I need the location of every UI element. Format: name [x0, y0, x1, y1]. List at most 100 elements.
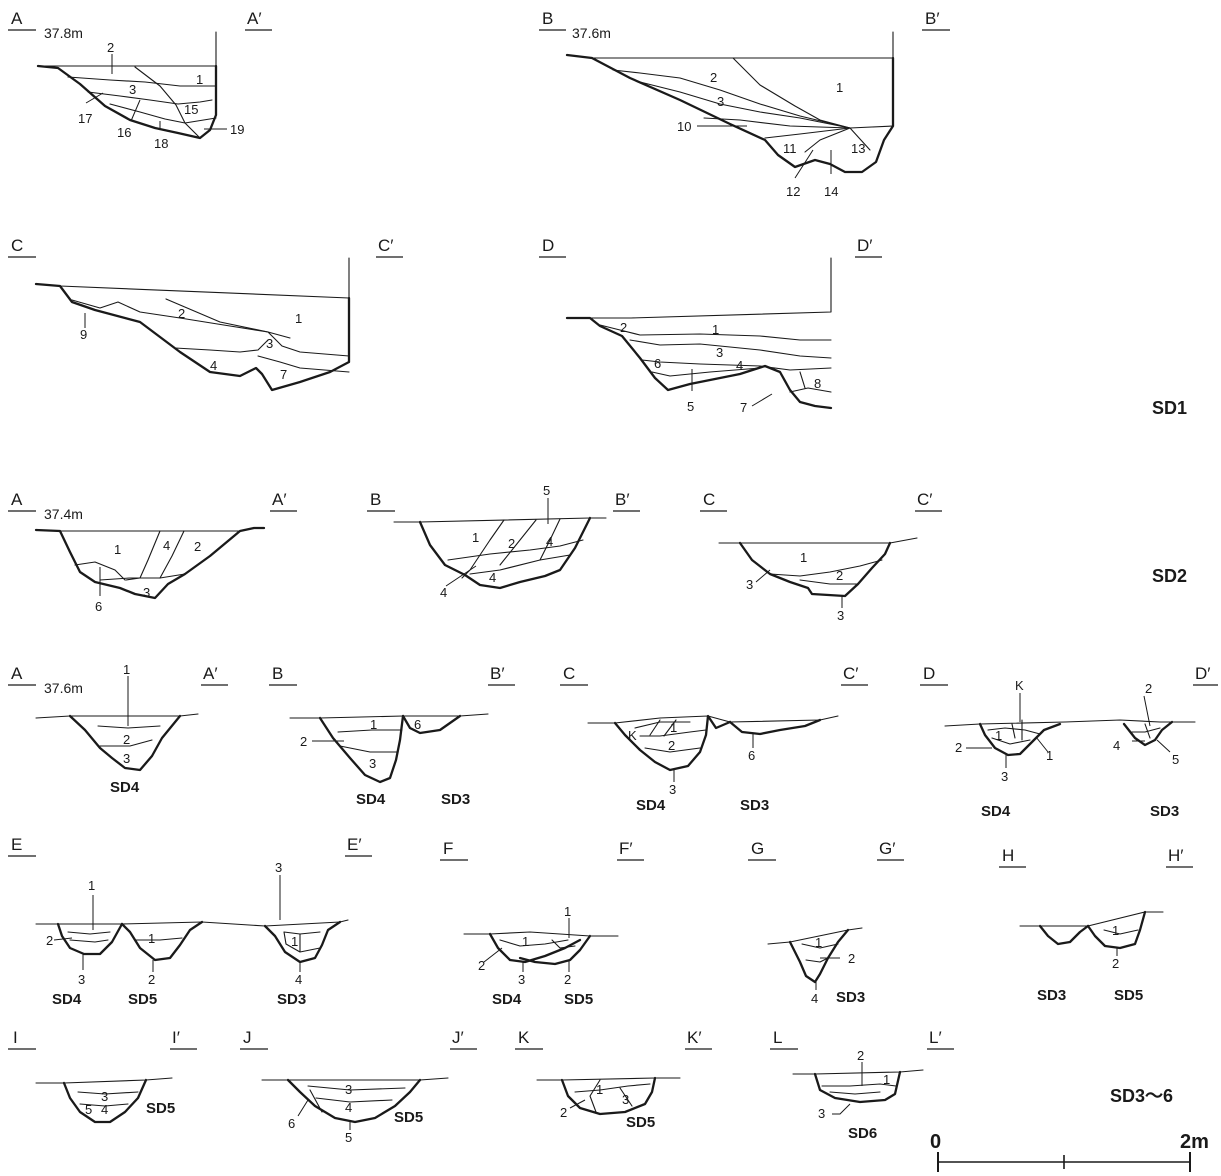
point-label-end: I′ — [172, 1028, 180, 1047]
layer-label: 3 — [716, 345, 723, 360]
layer-label: 6 — [748, 748, 755, 763]
layer-label: 1 — [836, 80, 843, 95]
layer-label: 1 — [114, 542, 121, 557]
sd2-section-a: A 37.4m A′ 1 4 2 3 6 — [8, 490, 297, 614]
point-label-start: D — [923, 664, 935, 683]
layer-label: 3 — [266, 336, 273, 351]
sd2-section-b: B B′ 5 1 2 4 4 4 — [367, 483, 640, 600]
layer-label: 1 — [370, 717, 377, 732]
layer-label: 3 — [78, 972, 85, 987]
layer-label: 1 — [670, 720, 677, 735]
feature-label: SD3 — [836, 989, 865, 1006]
layer-label: 2 — [955, 740, 962, 755]
layer-label: 1 — [88, 878, 95, 893]
scale-bar: 0 2m — [930, 1131, 1209, 1172]
scale-start-label: 0 — [930, 1131, 941, 1153]
layer-label: 3 — [518, 972, 525, 987]
point-label-start: E — [11, 835, 22, 854]
sd3-6-section-e: E E′ 1 2 3 1 2 3 1 4 SD4 SD5 SD3 — [8, 835, 372, 1008]
layer-label: 3 — [622, 1092, 629, 1107]
layer-label: 2 — [478, 958, 485, 973]
feature-label: SD3 — [740, 797, 769, 814]
layer-label: 18 — [154, 136, 168, 151]
layer-label: 2 — [1145, 681, 1152, 696]
layer-label: 3 — [369, 756, 376, 771]
point-label-start: A — [11, 490, 23, 509]
point-label-start: C — [563, 664, 575, 683]
feature-label: SD3 — [1150, 803, 1179, 820]
layer-label: 12 — [786, 184, 800, 199]
layer-label: 2 — [857, 1048, 864, 1063]
point-label-start: B — [542, 9, 553, 28]
layer-label: 3 — [123, 751, 130, 766]
layer-label: 1 — [148, 931, 155, 946]
layer-label: 3 — [818, 1106, 825, 1121]
layer-label: 3 — [129, 82, 136, 97]
point-label-start: L — [773, 1028, 782, 1047]
point-label-end: A′ — [203, 664, 218, 683]
sd2-section-c: C C′ 1 2 3 3 — [700, 490, 942, 623]
layer-label: 5 — [345, 1130, 352, 1145]
layer-label: 2 — [564, 972, 571, 987]
layer-label: 3 — [746, 577, 753, 592]
elevation-label: 37.4m — [44, 506, 83, 522]
layer-label: 2 — [148, 972, 155, 987]
point-label-end: D′ — [1195, 664, 1210, 683]
layer-label: 3 — [717, 94, 724, 109]
point-label-start: B — [272, 664, 283, 683]
layer-label: K — [1015, 678, 1024, 693]
feature-label: SD6 — [848, 1125, 877, 1142]
point-label-end: L′ — [929, 1028, 942, 1047]
layer-label: 3 — [275, 860, 282, 875]
layer-label: 2 — [836, 568, 843, 583]
layer-label: 2 — [560, 1105, 567, 1120]
layer-label: 2 — [300, 734, 307, 749]
sd3-6-section-i: I I′ 3 4 5 SD5 — [8, 1028, 197, 1124]
point-label-end: E′ — [347, 835, 362, 854]
layer-label: 4 — [440, 585, 447, 600]
point-label-start: H — [1002, 846, 1014, 865]
layer-label: 6 — [654, 356, 661, 371]
feature-label: SD4 — [356, 791, 386, 808]
layer-label: 4 — [489, 570, 496, 585]
layer-label: 7 — [740, 400, 747, 415]
sd3-6-section-l: L L′ 2 1 3 SD6 — [770, 1028, 954, 1142]
layer-label: 5 — [85, 1102, 92, 1117]
layer-label: 3 — [669, 782, 676, 797]
point-label-start: J — [243, 1028, 252, 1047]
layer-label: 5 — [543, 483, 550, 498]
layer-label: 1 — [291, 934, 298, 949]
layer-label: 17 — [78, 111, 92, 126]
layer-label: 1 — [995, 728, 1002, 743]
elevation-label: 37.8m — [44, 25, 83, 41]
point-label-end: B′ — [615, 490, 630, 509]
layer-label: 1 — [800, 550, 807, 565]
point-label-end: F′ — [619, 839, 633, 858]
point-label-start: K — [518, 1028, 530, 1047]
point-label-end: G′ — [879, 839, 895, 858]
layer-label: 1 — [295, 311, 302, 326]
point-label-end: B′ — [925, 9, 940, 28]
layer-label: 3 — [143, 585, 150, 600]
feature-label: SD3 — [441, 791, 470, 808]
sd3-6-section-j: J J′ 3 4 5 6 SD5 — [240, 1028, 477, 1145]
point-label-start: C — [703, 490, 715, 509]
layer-label: 4 — [101, 1102, 108, 1117]
layer-label: 4 — [736, 358, 743, 373]
point-label-end: A′ — [247, 9, 262, 28]
point-label-start: F — [443, 839, 453, 858]
feature-label: SD5 — [564, 991, 593, 1008]
feature-label: SD5 — [146, 1100, 175, 1117]
layer-label: 6 — [414, 717, 421, 732]
layer-label: 1 — [883, 1072, 890, 1087]
feature-label: SD5 — [128, 991, 157, 1008]
point-label-end: D′ — [857, 236, 872, 255]
layer-label: 1 — [815, 935, 822, 950]
feature-label: SD3 — [1037, 987, 1066, 1004]
layer-label: 6 — [95, 599, 102, 614]
point-label-start: A — [11, 9, 23, 28]
layer-label: 1 — [1046, 748, 1053, 763]
feature-label: SD4 — [110, 779, 140, 796]
layer-label: 13 — [851, 141, 865, 156]
